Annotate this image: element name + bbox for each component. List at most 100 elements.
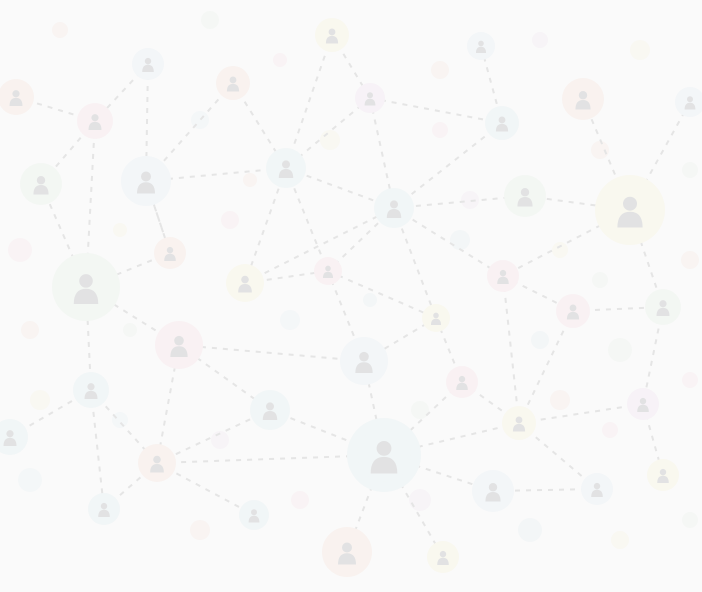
person-icon — [166, 246, 174, 254]
node-circle — [138, 444, 176, 482]
person-node — [315, 18, 349, 52]
node-circle — [73, 372, 109, 408]
person-body-icon — [73, 288, 99, 304]
person-node — [347, 418, 421, 492]
connection-line — [572, 306, 664, 312]
connection-line — [15, 96, 96, 122]
person-icon — [144, 57, 152, 65]
connection-line — [9, 389, 92, 438]
node-inner — [470, 35, 492, 57]
person-icon — [79, 274, 93, 288]
person-body-icon — [495, 123, 509, 132]
connection-line — [502, 275, 520, 424]
person-body-icon — [262, 411, 278, 420]
node-circle — [422, 304, 450, 332]
node-circle — [132, 48, 164, 80]
connection-line — [393, 122, 503, 209]
person-icon — [498, 116, 506, 124]
node-circle — [239, 500, 269, 530]
person-body-icon — [637, 404, 649, 412]
background-dot — [411, 401, 429, 419]
node-inner — [319, 22, 345, 48]
node-inner — [379, 193, 409, 223]
node-circle — [315, 18, 349, 52]
node-circle — [88, 493, 120, 525]
person-body-icon — [657, 475, 669, 483]
person-node — [647, 459, 679, 491]
node-inner — [220, 70, 246, 96]
person-node — [322, 527, 372, 577]
person-body-icon — [137, 182, 155, 194]
connection-line — [178, 344, 365, 362]
person-icon — [458, 375, 466, 383]
node-circle — [581, 473, 613, 505]
connection-line — [90, 389, 105, 510]
background-dot — [550, 390, 570, 410]
person-body-icon — [517, 197, 533, 207]
person-icon — [325, 265, 331, 272]
person-icon — [639, 397, 647, 405]
background-dot — [21, 321, 39, 339]
person-node — [595, 175, 665, 245]
person-icon — [520, 188, 530, 197]
node-inner — [431, 545, 455, 569]
person-node — [485, 106, 519, 140]
node-circle — [485, 106, 519, 140]
person-body-icon — [364, 98, 376, 106]
connection-line — [369, 97, 503, 124]
node-inner — [477, 475, 509, 507]
background-dot — [532, 32, 548, 48]
connection-line — [40, 183, 87, 288]
background-dot — [611, 531, 629, 549]
node-inner — [143, 449, 171, 477]
connection-line — [629, 101, 691, 211]
node-inner — [650, 294, 676, 320]
person-icon — [623, 196, 637, 211]
connection-line — [369, 97, 395, 209]
person-node — [502, 406, 536, 440]
connection-line — [383, 422, 520, 456]
person-body-icon — [430, 318, 442, 325]
person-body-icon — [656, 307, 670, 316]
person-icon — [367, 92, 373, 99]
person-node — [239, 500, 269, 530]
person-node — [427, 541, 459, 573]
node-inner — [357, 428, 411, 482]
node-circle — [675, 87, 702, 117]
person-body-icon — [566, 311, 580, 320]
background-dot — [211, 431, 229, 449]
connection-line — [85, 286, 180, 346]
background-dot — [591, 141, 609, 159]
node-circle — [322, 527, 372, 577]
node-inner — [158, 241, 182, 265]
person-icon — [241, 275, 249, 284]
person-node — [154, 237, 186, 269]
node-inner — [679, 91, 701, 113]
person-icon — [36, 176, 46, 185]
node-inner — [78, 377, 104, 403]
background-dot — [273, 53, 287, 67]
connection-line — [363, 317, 437, 362]
node-inner — [0, 424, 23, 450]
node-circle — [226, 264, 264, 302]
node-circle — [647, 459, 679, 491]
connection-line — [145, 180, 171, 254]
node-circle — [446, 366, 478, 398]
background-dot — [682, 372, 698, 388]
connection-line — [327, 270, 437, 319]
person-icon — [12, 90, 20, 98]
person-icon — [153, 455, 161, 464]
node-inner — [128, 163, 164, 199]
node-inner — [255, 395, 285, 425]
person-icon — [174, 335, 184, 346]
background-dot — [531, 331, 549, 349]
person-node — [266, 148, 306, 188]
person-icon — [282, 160, 290, 169]
connection-line — [383, 454, 494, 492]
node-inner — [61, 262, 111, 312]
background-dot — [18, 468, 42, 492]
background-dot — [243, 173, 257, 187]
connection-line — [363, 360, 385, 456]
node-inner — [450, 370, 474, 394]
